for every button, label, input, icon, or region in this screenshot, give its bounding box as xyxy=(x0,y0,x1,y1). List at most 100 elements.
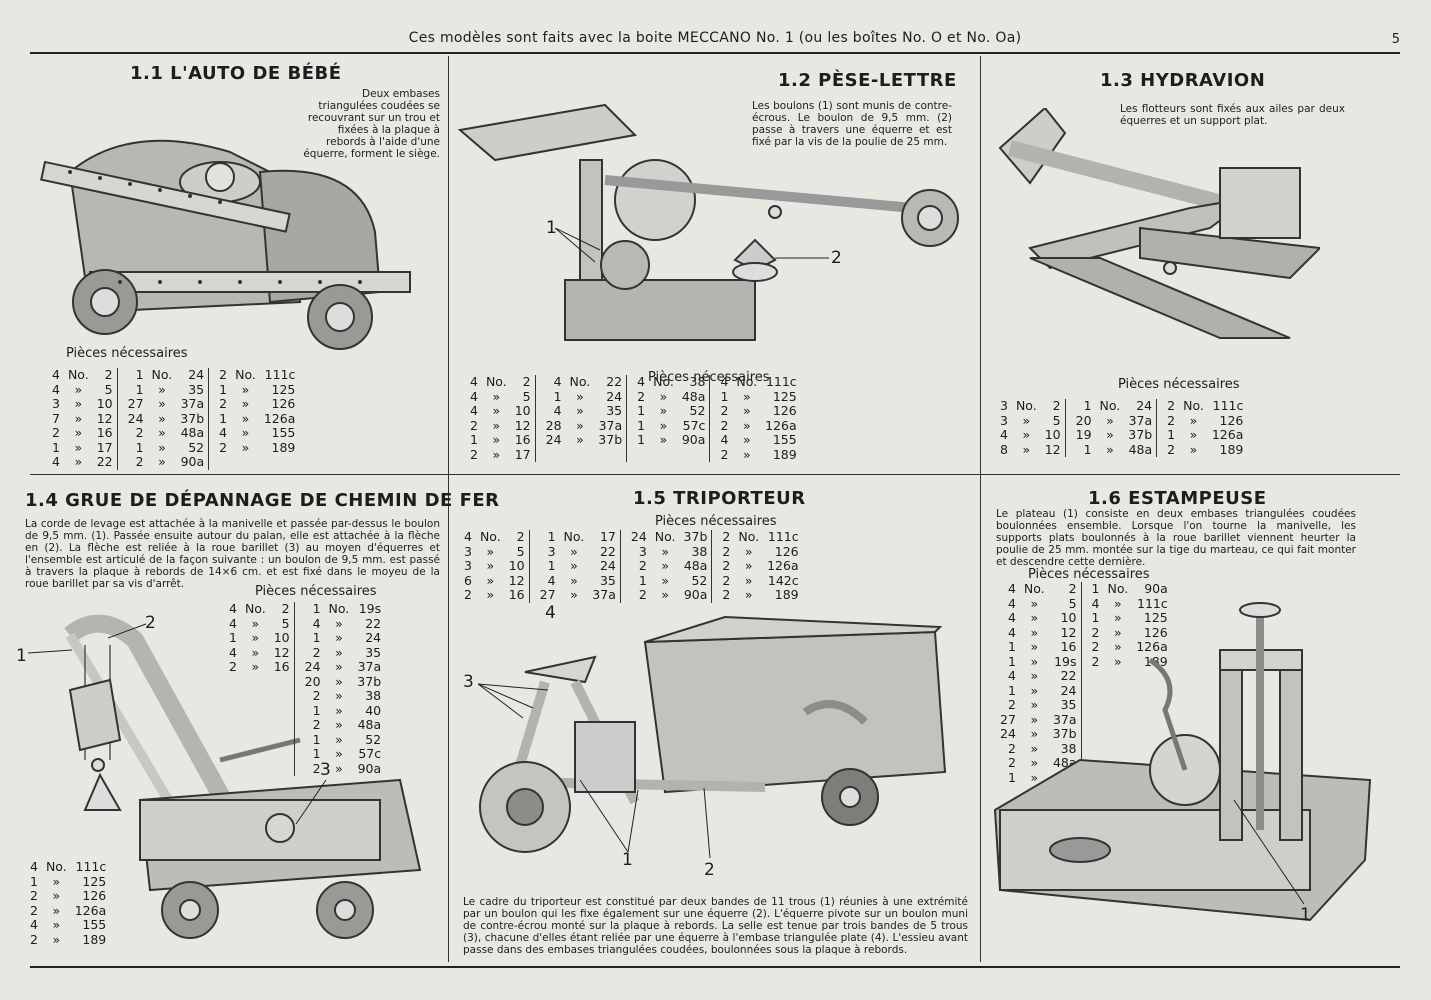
parts-heading-1-4: Pièces nécessaires xyxy=(255,584,377,599)
parts-cell: 1 xyxy=(1007,653,1016,669)
parts-cell: 126 xyxy=(82,888,107,903)
parts-cell: 3 xyxy=(1000,412,1008,428)
parts-cell: 2 xyxy=(30,888,38,903)
parts-cell xyxy=(241,689,270,704)
parts-cell: 20 xyxy=(293,674,325,689)
parts-cell: 111c xyxy=(75,859,107,874)
parts-row: 1»52 xyxy=(225,732,385,748)
parts-cell: 24 xyxy=(1000,726,1016,741)
parts-cell: » xyxy=(1030,668,1039,683)
parts-cell: 12 xyxy=(514,417,531,433)
parts-cell: » xyxy=(158,381,166,397)
parts-cell: 2 xyxy=(1080,625,1104,640)
parts-row: 24»37b xyxy=(996,726,1172,742)
leader-line-1-4-2 xyxy=(108,623,147,639)
parts-cell: » xyxy=(251,630,260,645)
parts-heading-1-6: Pièces nécessaires xyxy=(1028,567,1150,582)
parts-cell: 2 xyxy=(52,425,60,440)
parts-cell: 1 xyxy=(626,418,650,433)
parts-cell xyxy=(231,455,260,470)
parts-cell: 4 xyxy=(208,425,232,441)
parts-cell: » xyxy=(158,425,166,440)
parts-cell: No. xyxy=(244,601,266,616)
parts-cell: 126 xyxy=(271,396,296,411)
parts-cell: » xyxy=(576,417,584,433)
parts-row: 2»189 xyxy=(26,931,110,948)
parts-cell: » xyxy=(74,439,83,455)
parts-cell: 10 xyxy=(96,396,113,411)
parts-cell: No. xyxy=(569,374,591,389)
parts-cell: » xyxy=(335,717,343,732)
parts-cell: 1 xyxy=(528,558,560,574)
parts-cell: 4 xyxy=(464,529,472,544)
parts-cell: 1 xyxy=(1156,427,1180,443)
section-title-1-3: 1.3 HYDRAVION xyxy=(1100,70,1266,91)
parts-cell: No. xyxy=(1107,581,1129,596)
parts-cell: » xyxy=(570,543,578,559)
parts-heading-1-2: Pièces nécessaires xyxy=(648,370,770,385)
parts-cell: » xyxy=(1030,755,1039,770)
parts-cell: 126 xyxy=(774,543,799,559)
parts-cell: 19s xyxy=(1054,653,1077,669)
parts-cell xyxy=(566,448,595,463)
parts-cell: 37a xyxy=(180,396,205,411)
parts-row: 2»38 xyxy=(225,688,385,704)
parts-cell: 48a xyxy=(357,717,382,732)
parts-cell xyxy=(241,733,270,748)
section-title-1-6: 1.6 ESTAMPEUSE xyxy=(1088,488,1267,509)
parts-cell: 2 xyxy=(1080,639,1104,655)
parts-cell: No. xyxy=(235,367,256,382)
parts-cell: 24 xyxy=(116,411,148,426)
parts-cell: » xyxy=(486,572,495,588)
parts-cell xyxy=(225,704,241,719)
parts-cell: » xyxy=(661,543,669,559)
parts-cell: 10 xyxy=(1044,427,1061,442)
parts-cell: 35 xyxy=(188,381,205,397)
parts-cell xyxy=(225,733,241,748)
parts-cell: » xyxy=(335,702,343,718)
parts-cell: 5 xyxy=(1068,595,1077,611)
parts-cell: 37a xyxy=(357,659,382,674)
parts-cell: 2 xyxy=(470,417,478,433)
parts-cell: » xyxy=(335,746,343,761)
parts-cell: 125 xyxy=(1143,610,1168,625)
parts-cell: No. xyxy=(738,529,760,544)
parts-cell: » xyxy=(251,644,260,660)
parts-cell: 126a xyxy=(1211,427,1244,442)
section-desc-1-4: La corde de levage est attachée à la man… xyxy=(25,518,440,590)
parts-cell: 22 xyxy=(96,454,113,469)
parts-cell: 111c xyxy=(1212,398,1244,413)
parts-cell xyxy=(1080,712,1104,727)
parts-cell: » xyxy=(335,659,343,674)
parts-cell: » xyxy=(335,644,343,660)
parts-cell: 4 xyxy=(1007,581,1016,596)
parts-cell: No. xyxy=(328,601,350,616)
parts-row: 4»22 xyxy=(996,668,1172,684)
parts-cell: 4 xyxy=(534,374,566,390)
parts-cell: » xyxy=(251,659,260,674)
parts-cell: 37b xyxy=(357,673,382,689)
callout-1-5-4: 4 xyxy=(545,603,556,623)
parts-cell: 4 xyxy=(1007,610,1016,625)
parts-cell: 2 xyxy=(1080,654,1104,669)
parts-cell: 17 xyxy=(96,439,113,455)
parts-cell: 2 xyxy=(516,529,525,544)
parts-cell: 52 xyxy=(689,403,706,418)
parts-cell: 2 xyxy=(30,931,38,947)
parts-cell xyxy=(270,747,294,762)
parts-cell: » xyxy=(1106,427,1114,442)
parts-cell: » xyxy=(659,417,668,433)
parts-cell: 4 xyxy=(626,374,650,390)
leader-line-1-5-2 xyxy=(703,788,711,858)
parts-cell xyxy=(260,455,300,470)
